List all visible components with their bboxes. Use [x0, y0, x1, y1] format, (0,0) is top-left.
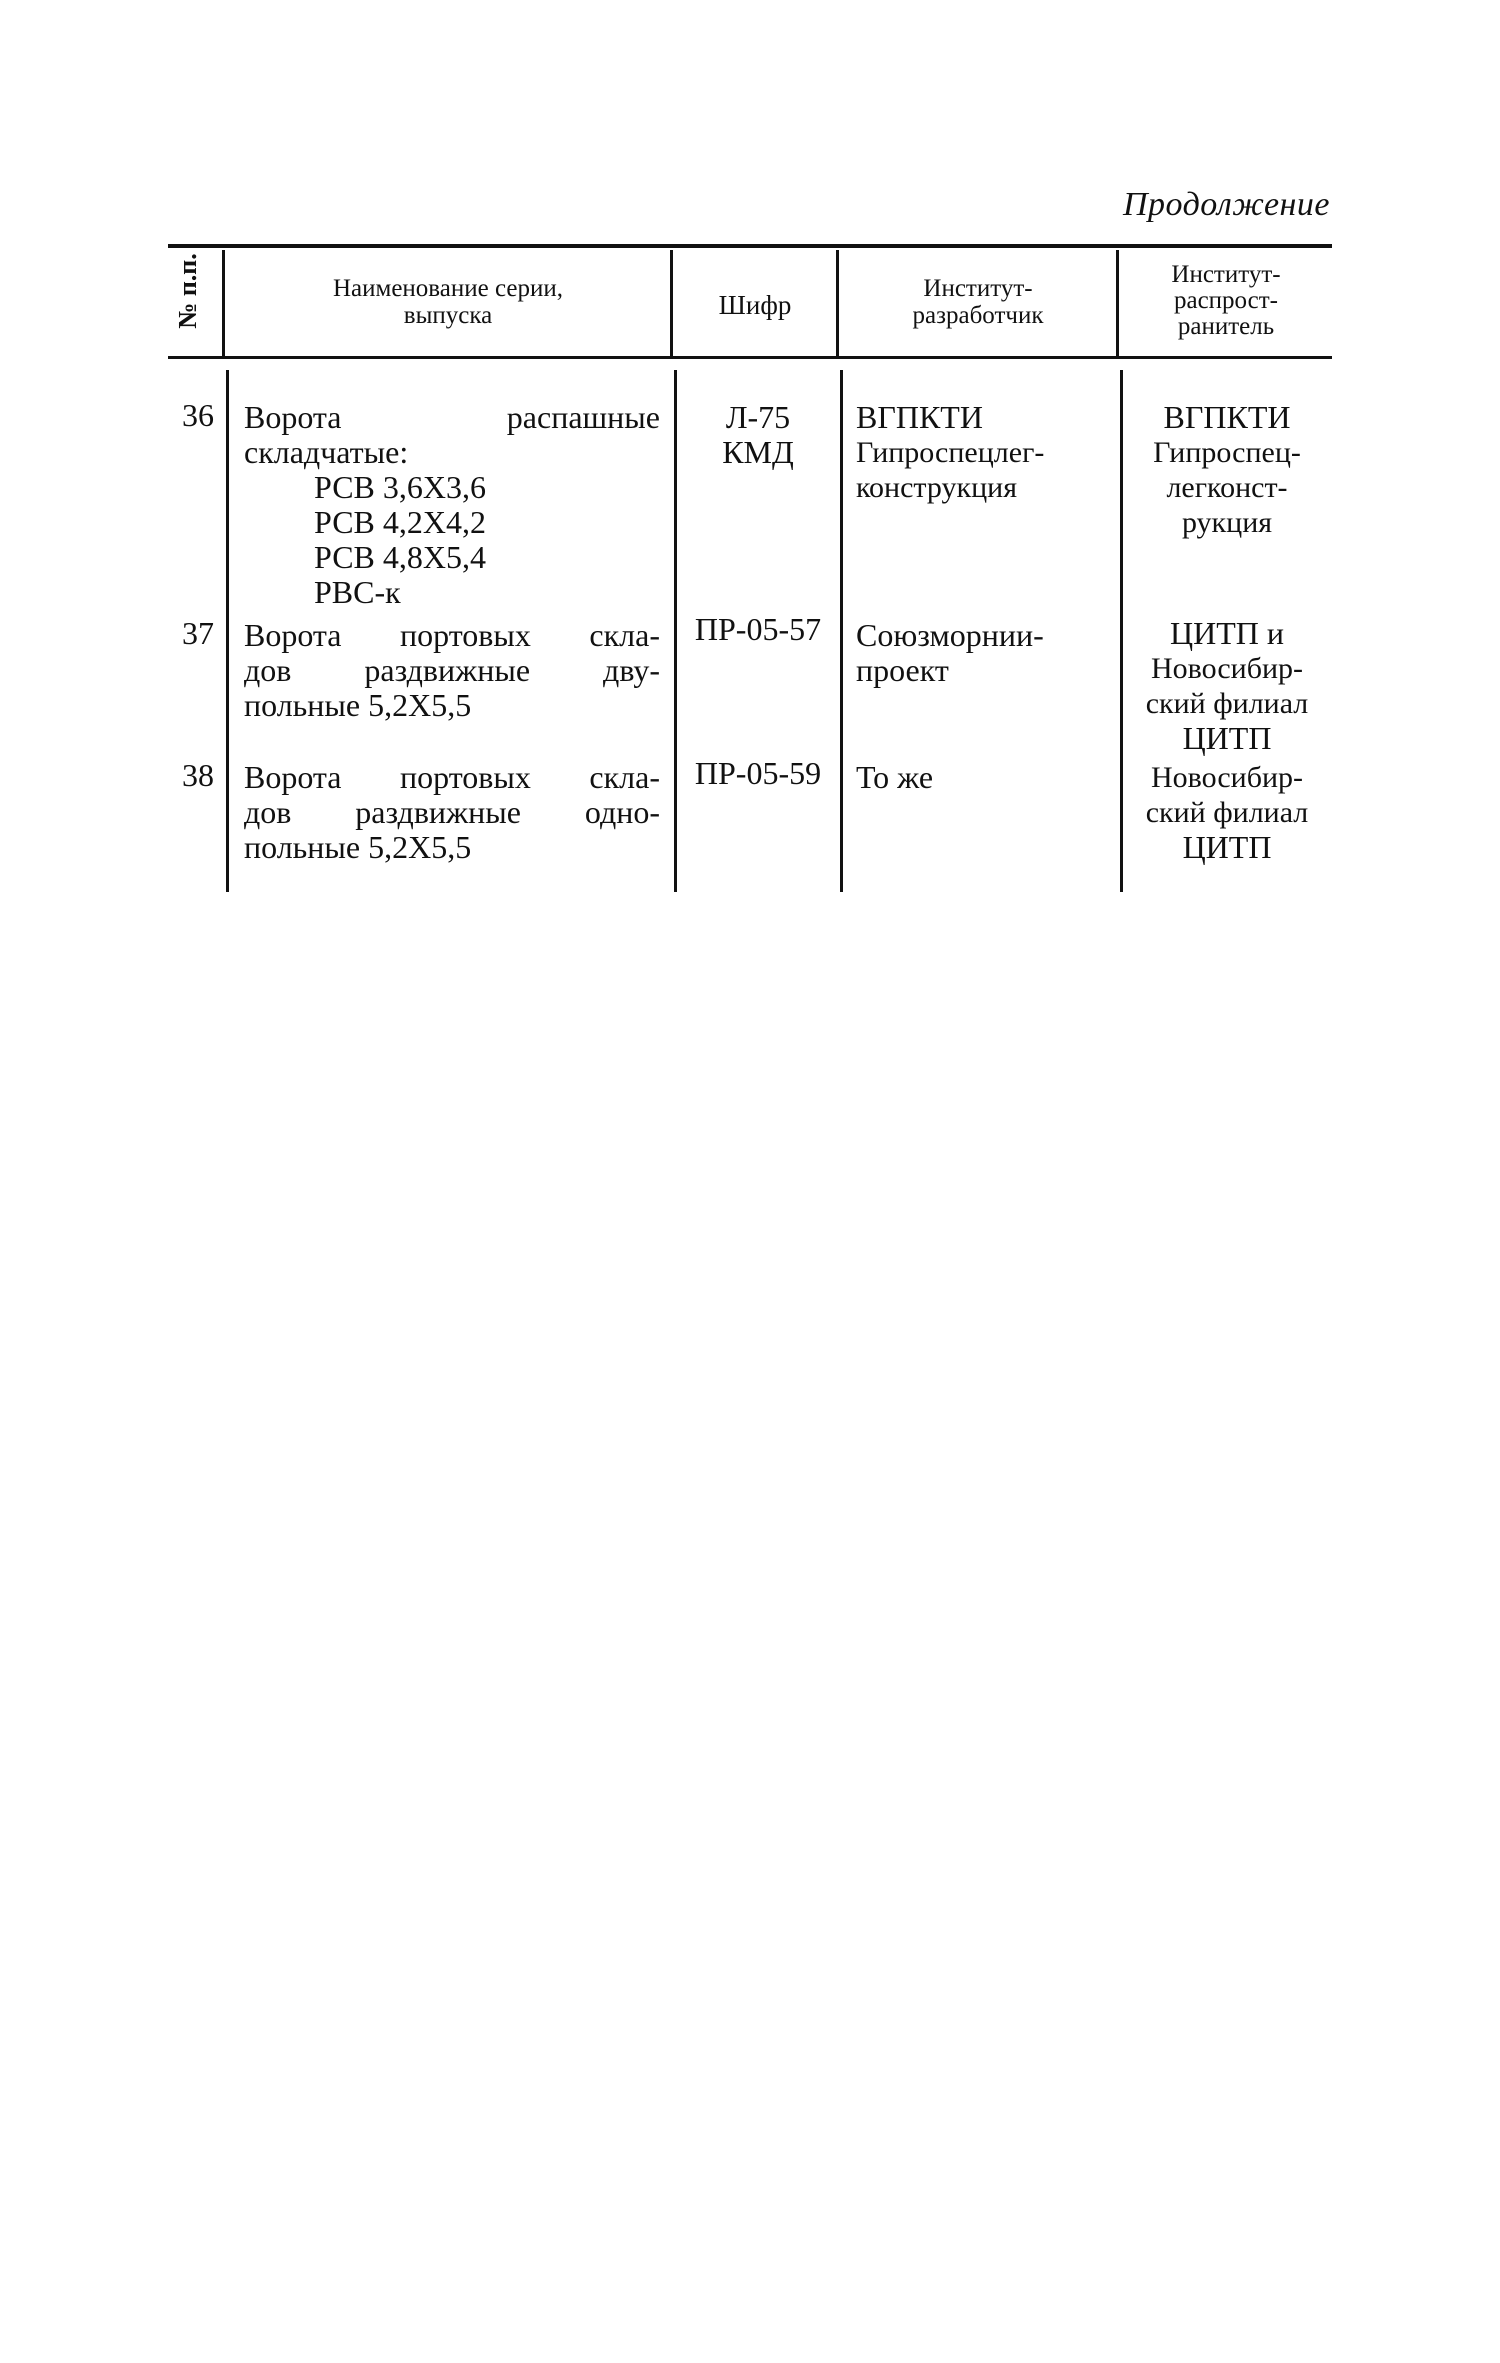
distributor-line: ЦИТП — [1182, 720, 1272, 756]
series-name-line: польные 5,2Х5,5 — [244, 687, 472, 723]
distributor-line: Новосибир- — [1150, 652, 1304, 685]
distributor-line: ВГПКТИ — [1163, 399, 1291, 435]
header-divider-2 — [670, 250, 673, 358]
series-name-line: дов раздвижные дву- — [244, 652, 660, 688]
table-top-rule — [168, 244, 1332, 248]
header-divider-3 — [836, 250, 839, 358]
developer-institute: То же — [856, 760, 1116, 795]
series-name-line: складчатые: — [244, 434, 409, 470]
series-name-line: дов раздвижные одно- — [244, 794, 660, 830]
header-developer-line: Институт- — [923, 275, 1033, 302]
distributor-line: ский филиал — [1145, 687, 1309, 720]
header-code: Шифр — [674, 292, 836, 319]
series-name-line: польные 5,2Х5,5 — [244, 829, 472, 865]
distributor-line: ский филиал — [1145, 796, 1309, 829]
distributor-line: Новосибир- — [1150, 761, 1304, 794]
header-developer-line: разработчик — [912, 302, 1044, 329]
series-name-line: РСВ 4,8Х5,4 — [314, 539, 486, 575]
continuation-label: Продолжение — [1122, 186, 1330, 223]
series-name-line: Ворота распашные — [244, 399, 660, 435]
body-divider-1 — [226, 370, 229, 892]
body-divider-3 — [840, 370, 843, 892]
header-name: Наименование серии, выпуска — [226, 275, 670, 329]
header-name-line: Наименование серии, — [332, 275, 563, 302]
developer-line: конструкция — [856, 471, 1017, 504]
distributor-institute: Новосибир- ский филиал ЦИТП — [1122, 760, 1332, 865]
developer-line: Союзморнии- — [856, 617, 1044, 653]
header-divider-4 — [1116, 250, 1119, 358]
series-code: ПР-05-57 — [676, 612, 840, 647]
series-name-line: РСВ 4,2Х4,2 — [314, 504, 486, 540]
series-name: Ворота портовых скла- дов раздвижные дву… — [244, 618, 660, 723]
row-number: 37 — [182, 615, 214, 651]
series-code-line: ПР-05-59 — [694, 755, 822, 791]
series-name-line: РСВ 3,6Х3,6 — [314, 469, 486, 505]
header-distributor-line: ранитель — [1177, 313, 1275, 340]
row-number: 36 — [182, 397, 214, 433]
row-number: 38 — [182, 757, 214, 793]
distributor-line: легконст- — [1166, 471, 1288, 504]
developer-institute: Союзморнии- проект — [856, 618, 1116, 688]
body-divider-2 — [674, 370, 677, 892]
header-name-line: выпуска — [403, 302, 493, 329]
series-code: Л-75 КМД — [678, 400, 838, 470]
developer-line: То же — [856, 759, 934, 795]
distributor-line: рукция — [1181, 506, 1273, 539]
series-code-line: ПР-05-57 — [694, 611, 822, 647]
series-name-line: Ворота портовых скла- — [244, 617, 660, 653]
series-name-line: Ворота портовых скла- — [244, 759, 660, 795]
header-num: № п.п. — [168, 236, 208, 346]
developer-line: ВГПКТИ — [856, 399, 983, 435]
distributor-institute: ЦИТП и Новосибир- ский филиал ЦИТП — [1122, 616, 1332, 756]
developer-line: Гипроспецлег- — [856, 436, 1045, 469]
series-code: ПР-05-59 — [676, 756, 840, 791]
header-developer: Институт- разработчик — [840, 275, 1116, 329]
distributor-institute: ВГПКТИ Гипроспец- легконст- рукция — [1122, 400, 1332, 540]
series-name: Ворота портовых скла- дов раздвижные одн… — [244, 760, 660, 865]
header-distributor-line: Институт- — [1171, 261, 1281, 288]
developer-line: проект — [856, 652, 949, 688]
series-name-line: РВС-к — [314, 574, 401, 610]
distributor-line: Гипроспец- — [1153, 436, 1301, 469]
header-bottom-rule — [168, 356, 1332, 359]
distributor-line: ЦИТП и — [1170, 615, 1284, 651]
body-divider-4 — [1120, 370, 1123, 892]
header-num-label: № п.п. — [173, 253, 202, 329]
distributor-line: ЦИТП — [1182, 829, 1272, 865]
developer-institute: ВГПКТИ Гипроспецлег- конструкция — [856, 400, 1116, 505]
header-divider-1 — [222, 250, 225, 358]
header-code-label: Шифр — [718, 290, 792, 320]
series-code-line: Л-75 — [725, 399, 791, 435]
header-distributor: Институт- распрост- ранитель — [1120, 262, 1332, 340]
series-code-line: КМД — [722, 434, 794, 470]
header-distributor-line: распрост- — [1173, 287, 1279, 314]
series-name: Ворота распашные складчатые: РСВ 3,6Х3,6… — [244, 400, 660, 610]
